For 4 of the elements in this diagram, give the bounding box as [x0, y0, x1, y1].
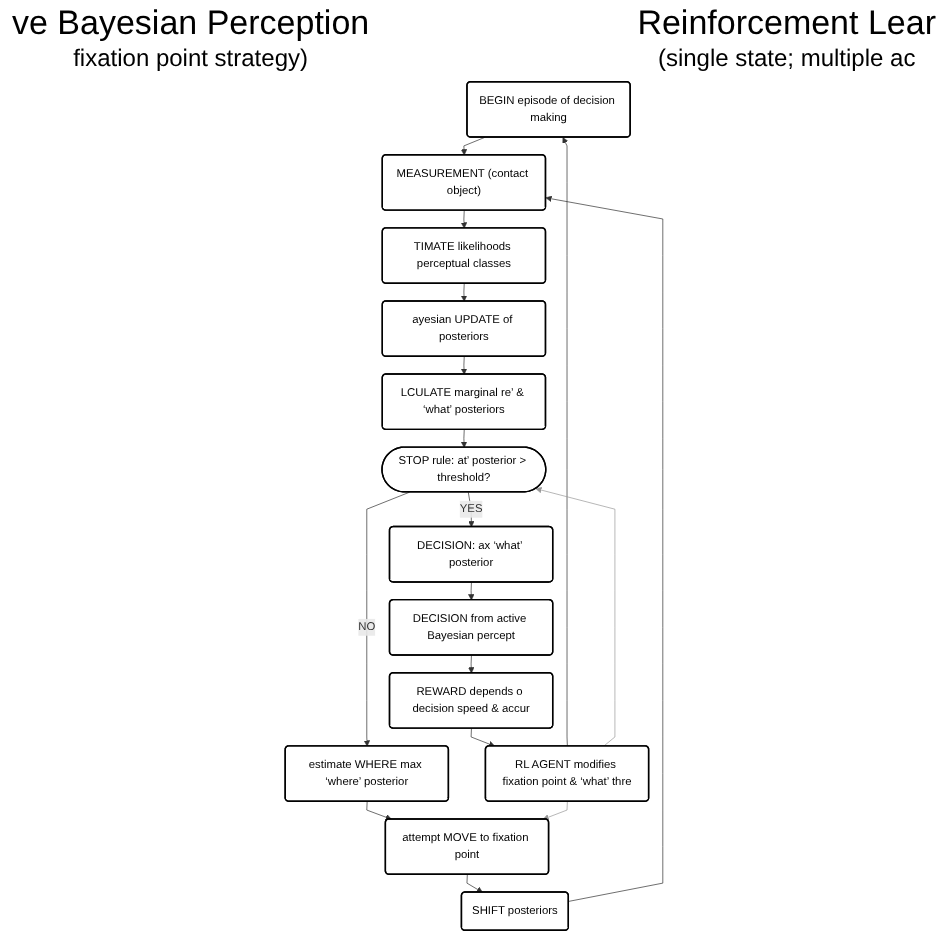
subheading: fixation point strategy) — [71, 44, 310, 72]
heading: Reinforcement Lear — [637, 4, 936, 44]
heading: ve Bayesian Perception — [12, 4, 370, 44]
subheading: (single state; multiple ac — [655, 44, 918, 72]
